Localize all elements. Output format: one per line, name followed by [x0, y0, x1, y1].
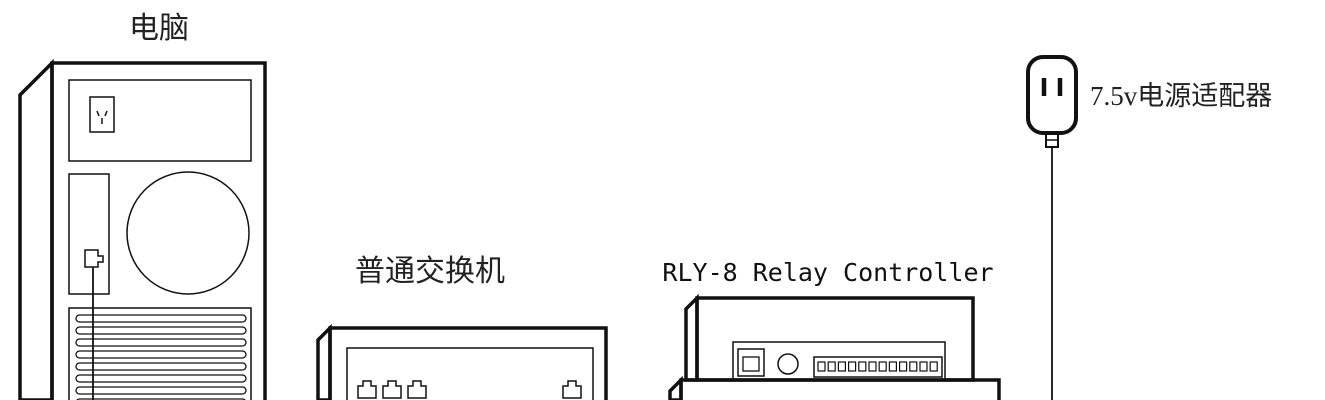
- fan-circle-icon: [126, 171, 250, 295]
- switch-ports: [357, 380, 582, 399]
- vent-slat: [75, 374, 247, 383]
- terminal-screw: [909, 361, 918, 372]
- vent-slat: [75, 314, 247, 323]
- ethernet-port-icon: [407, 380, 427, 399]
- switch-label: 普通交换机: [355, 254, 505, 289]
- ethernet-port-icon: [357, 380, 377, 399]
- computer-label: 电脑: [129, 11, 189, 46]
- vent-slat: [75, 386, 247, 395]
- terminal-screw: [847, 361, 857, 372]
- terminal-screw: [929, 361, 938, 372]
- vent-slat: [75, 338, 247, 347]
- terminal-screw: [868, 361, 877, 372]
- adapter-label: 7.5v电源适配器: [1090, 81, 1272, 111]
- computer-tower-icon: [18, 58, 267, 400]
- power-socket-icon: [89, 96, 115, 133]
- terminal-screw: [888, 361, 898, 372]
- terminal-screw: [898, 361, 908, 372]
- computer-vent-slats: [75, 314, 247, 400]
- ethernet-port-icon: [382, 380, 402, 399]
- relay-controller-icon: [668, 293, 1001, 400]
- vent-slat: [76, 398, 246, 400]
- power-adapter-plug-icon: [1026, 55, 1078, 148]
- terminal-screw: [817, 361, 826, 372]
- network-switch-icon: [316, 323, 608, 400]
- controller-terminal-block: [817, 361, 938, 372]
- controller-label: RLY-8 Relay Controller: [662, 258, 993, 287]
- terminal-screw: [919, 361, 928, 372]
- vent-slat: [75, 350, 247, 359]
- ethernet-port-icon: [562, 380, 582, 399]
- vent-slat: [75, 326, 247, 335]
- terminal-screw: [858, 361, 867, 372]
- ethernet-port-icon: [84, 249, 104, 268]
- terminal-screw: [878, 361, 887, 372]
- terminal-screw: [827, 361, 836, 372]
- vent-slat: [75, 362, 247, 371]
- terminal-screw: [837, 361, 847, 372]
